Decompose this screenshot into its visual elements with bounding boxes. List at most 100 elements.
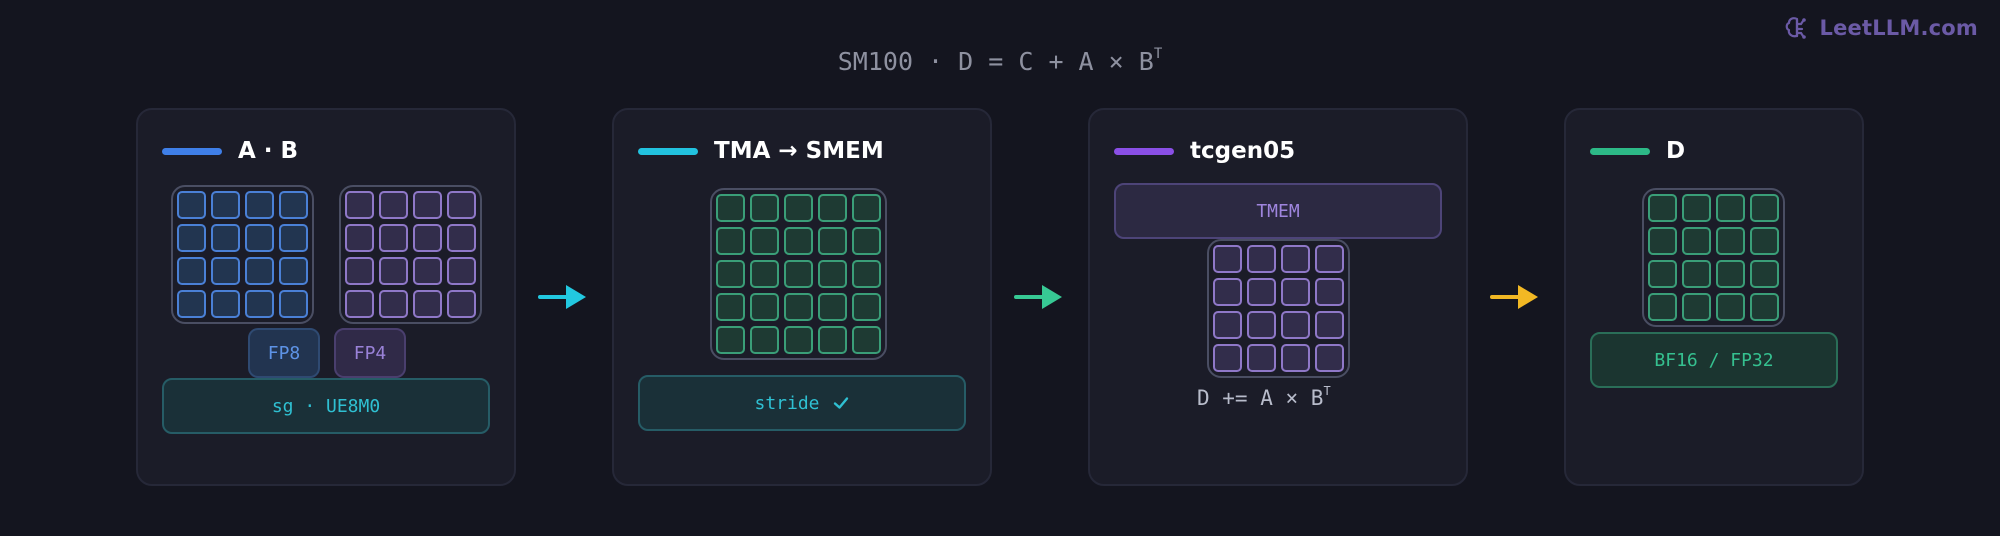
scale-format-label: sg · UE8M0 (162, 378, 490, 434)
panel-operands: A · B FP8 FP4 sg · UE8M0 (136, 108, 516, 486)
grid-cell (1716, 260, 1745, 288)
grid-cell (1682, 227, 1711, 255)
grid-cell (245, 191, 274, 219)
panel-title: D (1666, 138, 1686, 164)
grid-cell (413, 191, 442, 219)
grid-cell (1281, 311, 1310, 339)
grid-cell (818, 227, 847, 255)
arrow-right-icon (538, 285, 586, 309)
grid-cell (413, 257, 442, 285)
grid-cell (1315, 344, 1344, 372)
grid-cell (818, 260, 847, 288)
grid-cell (1281, 278, 1310, 306)
arrow-right-icon (1014, 285, 1062, 309)
grid-cell (1213, 278, 1242, 306)
grid-cell (1648, 293, 1677, 321)
grid-cell (716, 194, 745, 222)
grid-cell (447, 191, 476, 219)
output-format-label: BF16 / FP32 (1590, 332, 1838, 388)
grid-cell (245, 290, 274, 318)
grid-cell (852, 260, 881, 288)
grid-cell (413, 224, 442, 252)
panel-header: D (1590, 138, 1685, 164)
grid-cell (1247, 245, 1276, 273)
tmem-accumulator-grid (1207, 239, 1350, 378)
grid-cell (784, 326, 813, 354)
grid-cell (211, 191, 240, 219)
panel-header: A · B (162, 138, 298, 164)
grid-cell (447, 290, 476, 318)
grid-cell (345, 224, 374, 252)
grid-cell (1315, 278, 1344, 306)
grid-cell (1750, 293, 1779, 321)
grid-cell (447, 257, 476, 285)
grid-cell (784, 194, 813, 222)
brain-icon (1786, 17, 1807, 39)
grid-cell (345, 290, 374, 318)
grid-cell (818, 293, 847, 321)
grid-cell (211, 224, 240, 252)
grid-cell (379, 191, 408, 219)
check-icon (833, 397, 848, 409)
grid-cell (279, 290, 308, 318)
accent-bar (1590, 147, 1650, 155)
grid-cell (852, 194, 881, 222)
grid-cell (413, 290, 442, 318)
stride-check-label: stride (638, 375, 966, 431)
stride-text: stride (754, 392, 820, 414)
grid-cell (279, 224, 308, 252)
grid-cell (1213, 311, 1242, 339)
output-d-grid (1642, 188, 1785, 327)
grid-cell (379, 257, 408, 285)
panel-header: TMA → SMEM (638, 138, 884, 164)
panel-tcgen05: tcgen05 TMEM D += A × BT (1088, 108, 1468, 486)
grid-cell (1247, 311, 1276, 339)
accent-bar (162, 147, 222, 155)
grid-cell (1648, 227, 1677, 255)
grid-cell (852, 227, 881, 255)
diagram-title: SM100 · D = C + A × BT (0, 46, 2000, 76)
grid-cell (1682, 293, 1711, 321)
grid-cell (379, 290, 408, 318)
equation-text: D += A × B (1197, 386, 1324, 410)
grid-cell (750, 227, 779, 255)
grid-cell (279, 257, 308, 285)
grid-cell (245, 257, 274, 285)
grid-cell (1716, 194, 1745, 222)
fp8-tag: FP8 (248, 328, 320, 378)
grid-cell (1315, 245, 1344, 273)
grid-cell (852, 293, 881, 321)
grid-cell (784, 293, 813, 321)
grid-cell (818, 326, 847, 354)
title-superscript: T (1153, 46, 1163, 62)
accumulate-equation: D += A × BT (1197, 384, 1331, 410)
grid-cell (750, 293, 779, 321)
brand-name: LeetLLM.com (1819, 16, 1978, 40)
grid-cell (784, 260, 813, 288)
grid-cell (852, 326, 881, 354)
grid-cell (177, 257, 206, 285)
panel-title: A · B (238, 138, 299, 164)
accent-bar (1114, 147, 1174, 155)
panel-title: TMA → SMEM (714, 138, 884, 164)
tmem-label: TMEM (1114, 183, 1442, 239)
grid-cell (1682, 194, 1711, 222)
grid-cell (345, 257, 374, 285)
brand[interactable]: LeetLLM.com (1783, 14, 1978, 42)
smem-tile-grid (710, 188, 887, 360)
grid-cell (1682, 260, 1711, 288)
equation-superscript: T (1323, 384, 1331, 398)
grid-cell (379, 224, 408, 252)
panel-output: D BF16 / FP32 (1564, 108, 1864, 486)
grid-cell (177, 224, 206, 252)
arrow-right-icon (1490, 285, 1538, 309)
matrix-a-grid (171, 185, 314, 324)
grid-cell (245, 224, 274, 252)
title-text: SM100 · D = C + A × B (837, 47, 1154, 76)
fp4-tag: FP4 (334, 328, 406, 378)
grid-cell (1281, 344, 1310, 372)
panel-title: tcgen05 (1190, 138, 1296, 164)
grid-cell (211, 290, 240, 318)
grid-cell (818, 194, 847, 222)
grid-cell (1213, 245, 1242, 273)
